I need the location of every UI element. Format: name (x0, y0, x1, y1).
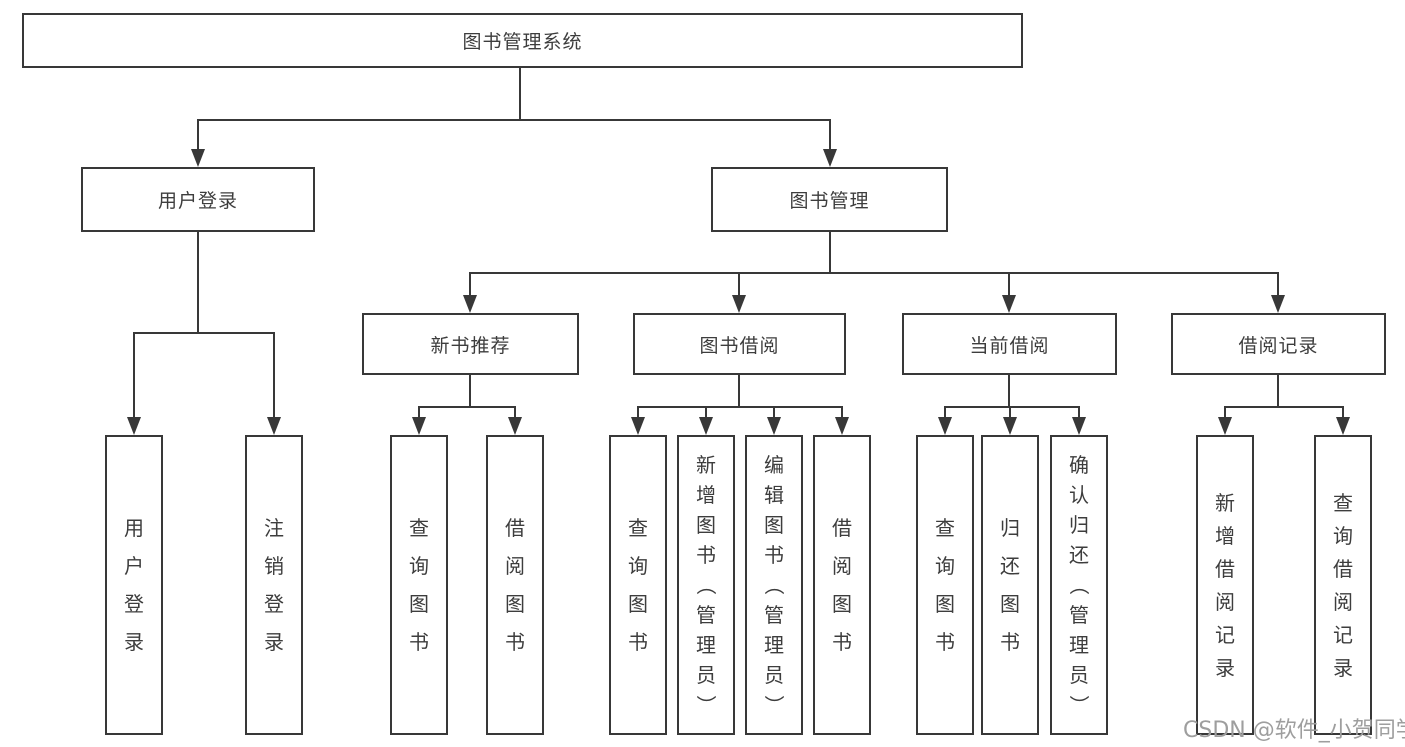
connector-line (197, 119, 199, 150)
arrowhead-down-icon (463, 295, 477, 313)
arrowhead-down-icon (732, 295, 746, 313)
arrowhead-down-icon (1002, 295, 1016, 313)
arrowhead-down-icon (267, 417, 281, 435)
arrowhead-down-icon (938, 417, 952, 435)
arrowhead-down-icon (1072, 417, 1086, 435)
connector-line (197, 232, 199, 334)
node-user-login: 用户登录 (81, 167, 315, 232)
leaf-borrow-borrow-books: 借阅图书 (813, 435, 871, 735)
leaf-add-book-admin: 新增图书（管理员） (677, 435, 735, 735)
connector-line (637, 406, 639, 420)
leaf-current-query-books: 查询图书 (916, 435, 974, 735)
leaf-return-books: 归还图书 (981, 435, 1039, 735)
connector-line (637, 406, 843, 408)
arrowhead-down-icon (767, 417, 781, 435)
connector-line (469, 375, 471, 408)
leaf-logout: 注销登录 (245, 435, 303, 735)
connector-line (841, 406, 843, 420)
connector-line (1009, 406, 1011, 420)
connector-line (133, 332, 275, 334)
leaf-borrow-query-books: 查询图书 (609, 435, 667, 735)
connector-line (829, 232, 831, 274)
arrowhead-down-icon (1003, 417, 1017, 435)
arrowhead-down-icon (699, 417, 713, 435)
arrowhead-down-icon (508, 417, 522, 435)
connector-line (1224, 406, 1226, 420)
connector-line (738, 375, 740, 408)
arrowhead-down-icon (835, 417, 849, 435)
leaf-recommend-borrow-books: 借阅图书 (486, 435, 544, 735)
connector-line (773, 406, 775, 420)
connector-line (944, 406, 946, 420)
leaf-query-borrow-record: 查询借阅记录 (1314, 435, 1372, 735)
arrowhead-down-icon (191, 149, 205, 167)
connector-line (469, 272, 1279, 274)
connector-line (197, 119, 831, 121)
connector-line (1078, 406, 1080, 420)
connector-line (1277, 375, 1279, 408)
connector-line (133, 332, 135, 418)
leaf-edit-book-admin: 编辑图书（管理员） (745, 435, 803, 735)
connector-line (944, 406, 1080, 408)
arrowhead-down-icon (412, 417, 426, 435)
csdn-watermark: CSDN @软件_小贺同学 (1183, 718, 1405, 743)
arrowhead-down-icon (1218, 417, 1232, 435)
connector-line (738, 272, 740, 298)
node-new-book-recommend: 新书推荐 (362, 313, 579, 375)
leaf-confirm-return-admin: 确认归还（管理员） (1050, 435, 1108, 735)
leaf-recommend-query-books: 查询图书 (390, 435, 448, 735)
connector-line (418, 406, 420, 420)
leaf-user-login: 用户登录 (105, 435, 163, 735)
node-book-management: 图书管理 (711, 167, 948, 232)
connector-line (469, 272, 471, 298)
connector-line (829, 119, 831, 150)
arrowhead-down-icon (631, 417, 645, 435)
connector-line (514, 406, 516, 420)
arrowhead-down-icon (127, 417, 141, 435)
connector-line (1277, 272, 1279, 298)
connector-line (273, 332, 275, 418)
node-borrow-record: 借阅记录 (1171, 313, 1386, 375)
connector-line (519, 68, 521, 120)
arrowhead-down-icon (1271, 295, 1285, 313)
connector-line (705, 406, 707, 420)
node-root-library-system: 图书管理系统 (22, 13, 1023, 68)
connector-line (1342, 406, 1344, 420)
node-current-borrow: 当前借阅 (902, 313, 1117, 375)
connector-line (418, 406, 516, 408)
connector-line (1224, 406, 1344, 408)
arrowhead-down-icon (1336, 417, 1350, 435)
node-book-borrow: 图书借阅 (633, 313, 846, 375)
leaf-add-borrow-record: 新增借阅记录 (1196, 435, 1254, 735)
connector-line (1008, 272, 1010, 298)
connector-line (1008, 375, 1010, 408)
arrowhead-down-icon (823, 149, 837, 167)
